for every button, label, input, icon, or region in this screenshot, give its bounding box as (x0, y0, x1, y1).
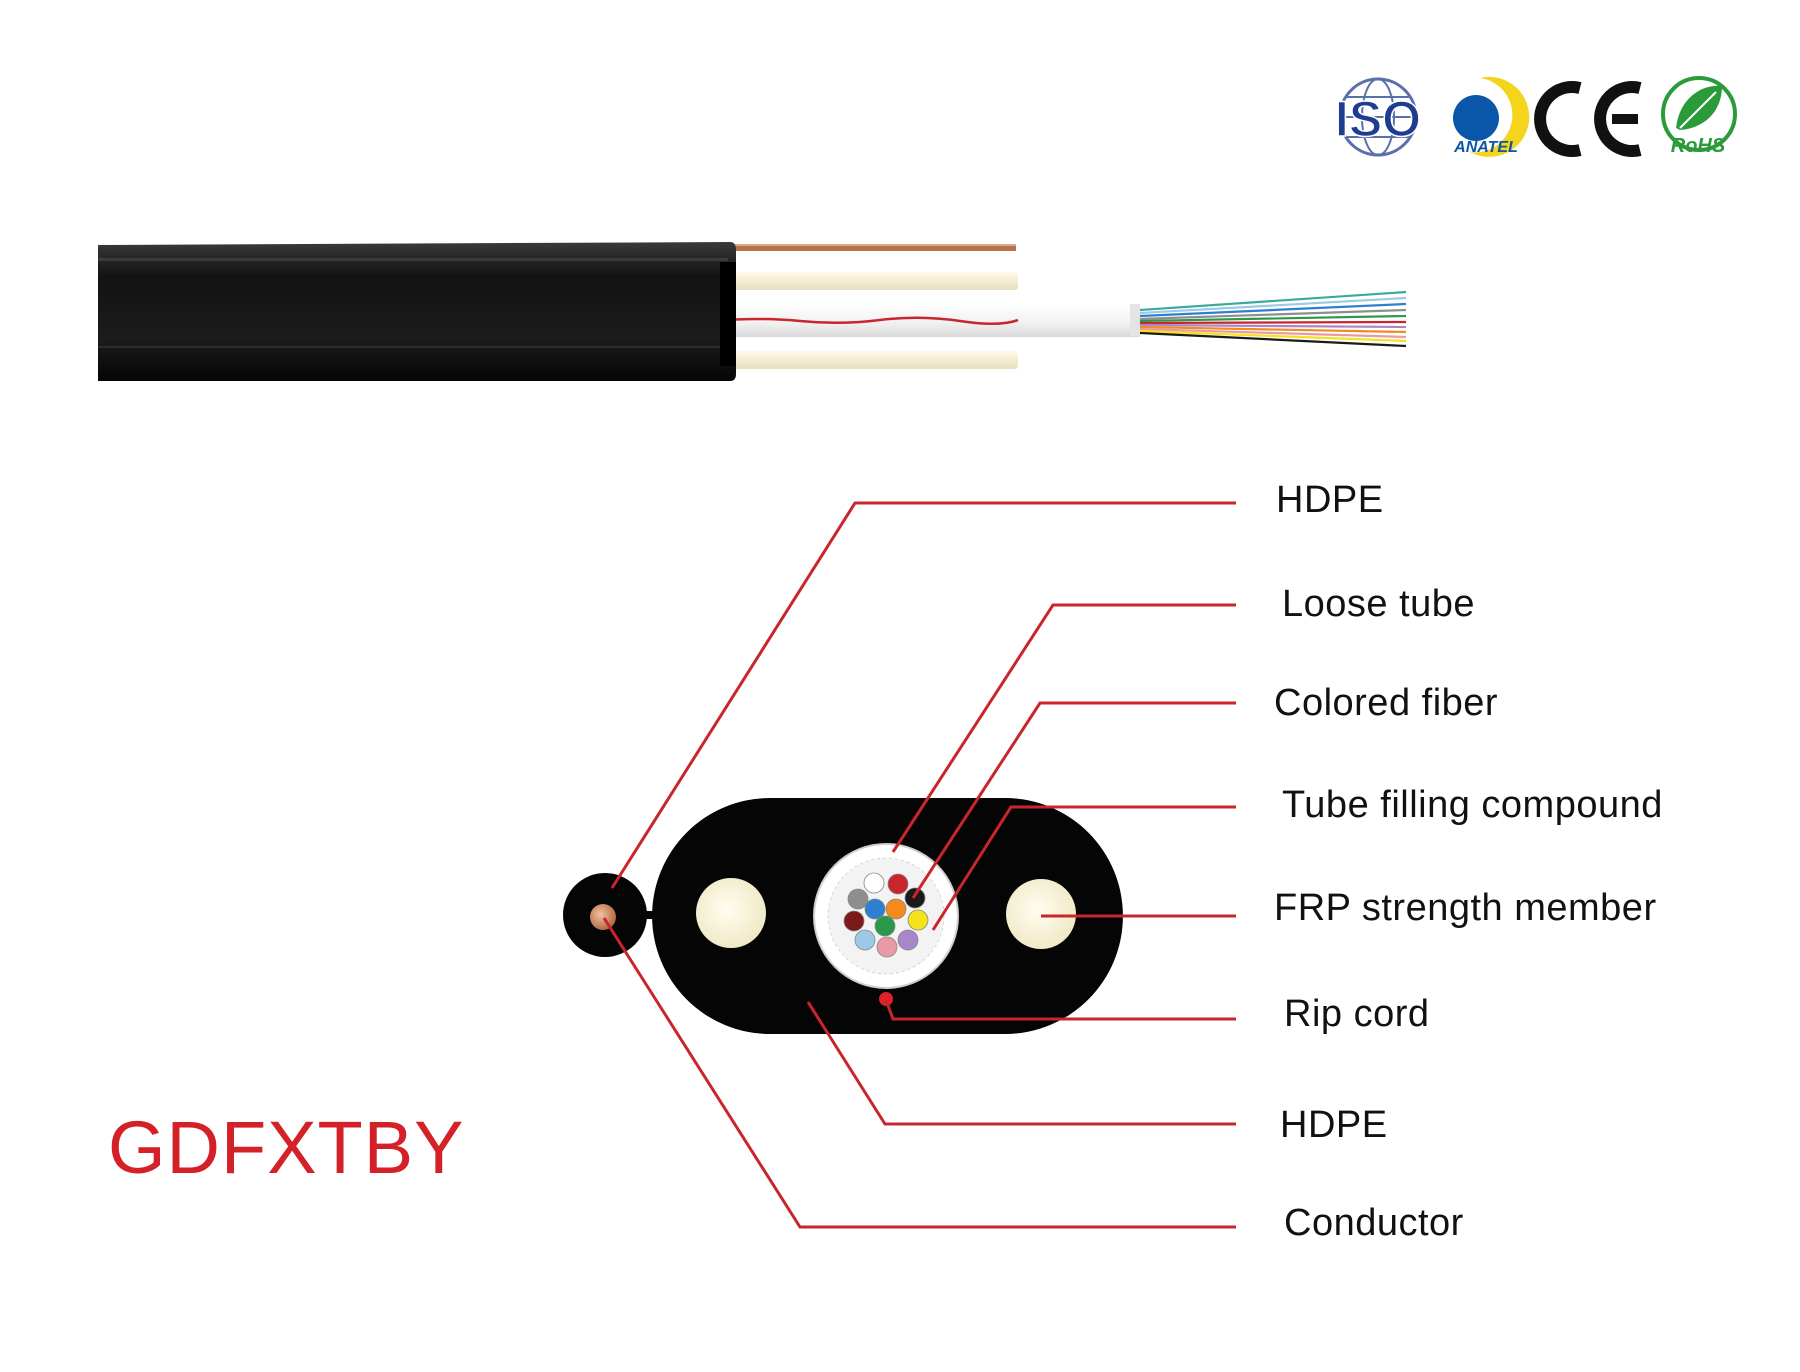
fiber-bundle (1139, 290, 1407, 348)
label-hdpe-top: HDPE (1276, 479, 1384, 521)
frp-rod-top (712, 272, 1018, 290)
leader-hdpe-bottom (806, 1001, 1236, 1126)
iso-globe-icon: ISO (1334, 77, 1422, 157)
frp-rod-bottom (712, 351, 1018, 369)
cable-cross-section (563, 798, 1123, 1034)
leader-colored-fiber (911, 701, 1236, 899)
cable-side-view (98, 242, 1407, 381)
label-frp-strength-member: FRP strength member (1274, 887, 1657, 929)
ce-mark-icon (1534, 81, 1642, 157)
leader-rip-cord (884, 999, 1236, 1021)
frp-member-right (1006, 879, 1076, 949)
anatel-logo-icon: ANATEL (1453, 76, 1530, 157)
rip-cord-side (711, 316, 1019, 325)
svg-text:ANATEL: ANATEL (1453, 139, 1518, 156)
label-conductor: Conductor (1284, 1202, 1464, 1244)
label-rip-cord: Rip cord (1284, 993, 1430, 1035)
hdpe-jacket-side (98, 242, 736, 381)
label-hdpe-bottom: HDPE (1280, 1104, 1388, 1146)
rip-cord-dot (879, 992, 893, 1006)
svg-text:ISO: ISO (1335, 91, 1421, 147)
rohs-leaf-icon: RoHS (1661, 76, 1737, 157)
leader-conductor (602, 917, 1236, 1229)
leader-loose-tube (891, 603, 1236, 853)
model-name: GDFXTBY (108, 1106, 465, 1189)
leader-hdpe-top (610, 501, 1236, 889)
frp-member-left (696, 878, 766, 948)
colored-fibers (843, 872, 929, 958)
svg-text:RoHS: RoHS (1671, 135, 1726, 157)
leader-lines (602, 501, 1236, 1229)
copper-wire (720, 244, 1016, 251)
label-loose-tube: Loose tube (1282, 583, 1476, 625)
conductor-core (590, 904, 616, 930)
label-colored-fiber: Colored fiber (1274, 682, 1499, 724)
leader-tube-filling (931, 805, 1236, 931)
label-tube-filling-compound: Tube filling compound (1282, 784, 1663, 826)
